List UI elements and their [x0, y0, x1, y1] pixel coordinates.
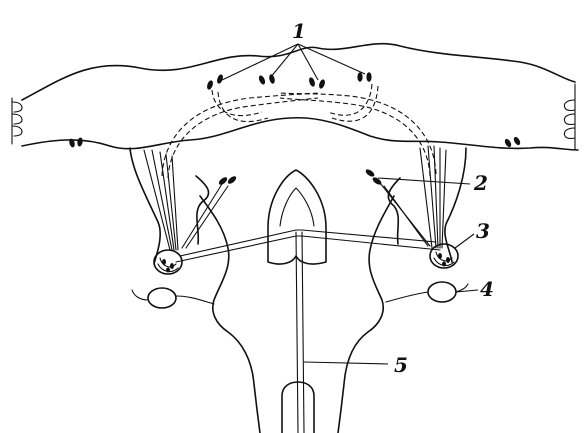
cluster-e	[68, 137, 83, 148]
brainstem-right-outline	[338, 196, 394, 433]
midline-tract	[296, 232, 304, 433]
label-3: 3	[476, 219, 490, 243]
label-leaders	[304, 178, 478, 364]
dashed-tracts	[162, 84, 436, 178]
ventricle-floor	[268, 170, 326, 264]
cluster-b	[258, 74, 276, 86]
left-fiber-fan	[144, 150, 228, 250]
right-small-nucleus	[386, 282, 468, 302]
label-5: 5	[394, 353, 408, 377]
left-small-nucleus	[132, 288, 214, 308]
cluster-g	[217, 175, 237, 186]
label-1-leaders	[222, 44, 365, 80]
right-nucleus	[430, 244, 458, 268]
band-top-outline	[22, 44, 575, 100]
label-2: 2	[473, 171, 488, 195]
label-3-leader	[455, 234, 474, 248]
right-fiber-fan	[376, 146, 446, 248]
right-band-end	[564, 84, 575, 150]
label-5-leader	[304, 362, 388, 364]
cell-clusters	[68, 72, 521, 186]
upper-cortex-band	[12, 44, 578, 150]
label-1: 1	[292, 19, 306, 43]
cluster-f	[503, 136, 521, 148]
left-band-end	[12, 98, 22, 144]
brainstem-left-outline	[200, 196, 260, 433]
cross-connections	[176, 230, 440, 262]
band-bottom-outline	[22, 118, 578, 150]
label-4: 4	[480, 277, 494, 301]
cluster-a	[206, 74, 224, 91]
